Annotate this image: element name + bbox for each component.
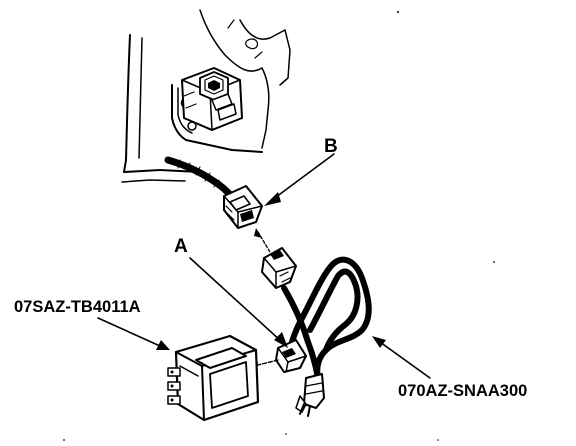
connector-b <box>223 185 263 229</box>
cable-plug <box>295 373 325 417</box>
vehicle-harness <box>164 156 237 202</box>
callout-a: A <box>174 236 188 257</box>
callout-tester-part-number: 07SAZ-TB4011A <box>14 298 141 316</box>
mating-arrow <box>254 228 271 253</box>
scan-specks <box>63 11 495 441</box>
callout-b: B <box>324 136 338 157</box>
connector-a <box>275 339 307 373</box>
tester-box <box>167 334 260 422</box>
mounted-module <box>181 67 243 131</box>
leader-lines <box>97 153 431 379</box>
cable-connector <box>261 247 297 289</box>
callout-cable-part-number: 070AZ-SNAA300 <box>398 382 527 400</box>
